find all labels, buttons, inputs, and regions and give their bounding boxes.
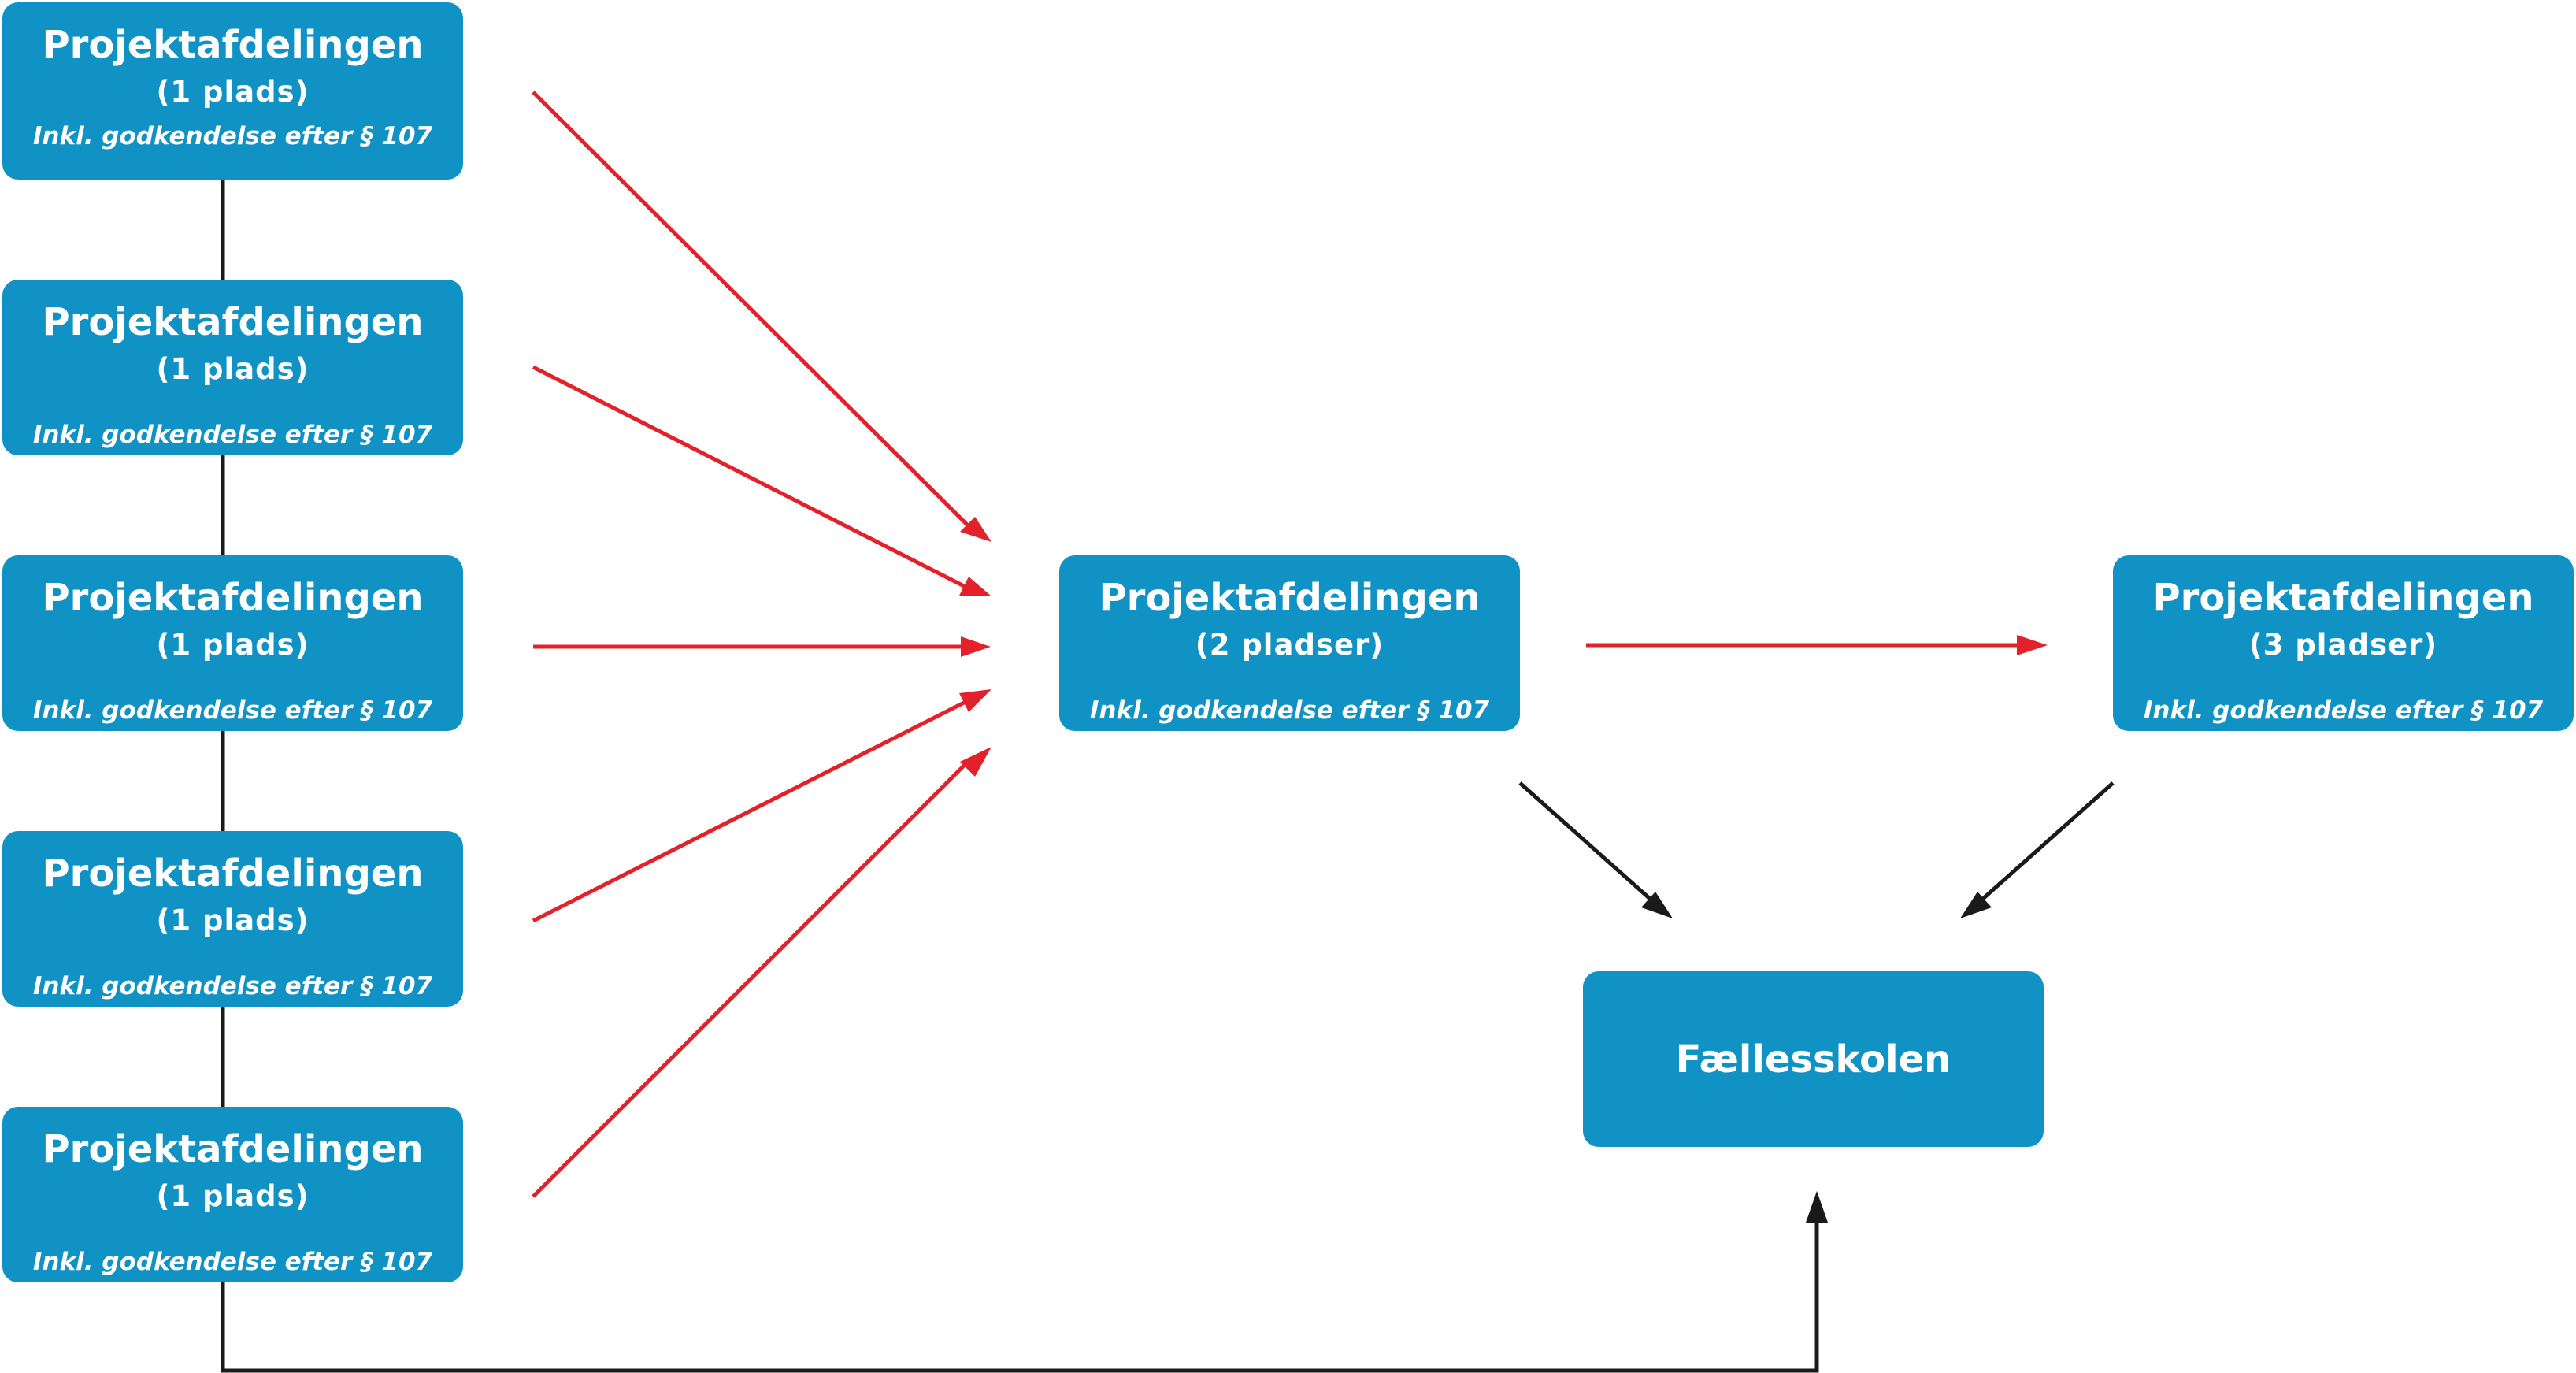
- black-arrowheads: [1641, 892, 1992, 1223]
- node-faellesskolen: Fællesskolen: [1583, 971, 2044, 1147]
- node-title: Projektafdelingen: [42, 300, 424, 344]
- node-title: Projektafdelingen: [2152, 576, 2534, 620]
- arrowhead-left3: [961, 636, 991, 657]
- arrowhead-left1: [960, 517, 991, 542]
- node-places: (1 plads): [156, 628, 309, 662]
- node-places: (1 plads): [156, 904, 309, 937]
- node-left-4: Projektafdelingen (1 plads) Inkl. godken…: [2, 831, 463, 1007]
- arrowhead-middle-right: [2017, 635, 2048, 655]
- arrow-left4-to-middle: [532, 699, 969, 923]
- arrowhead-left5: [960, 747, 991, 777]
- node-left-1: Projektafdelingen (1 plads) Inkl. godken…: [2, 2, 463, 180]
- node-right: Projektafdelingen (3 pladser) Inkl. godk…: [2113, 555, 2574, 731]
- left-column-connectors: [221, 180, 1819, 1373]
- arrow-middle-to-school: [1518, 781, 1658, 906]
- node-note: Inkl. godkendelse efter § 107: [32, 972, 433, 1000]
- node-title: Projektafdelingen: [42, 23, 424, 67]
- node-note: Inkl. godkendelse efter § 107: [2143, 696, 2544, 725]
- node-places: (1 plads): [156, 1179, 309, 1213]
- node-title: Projektafdelingen: [1099, 576, 1481, 620]
- black-arrows: [1518, 781, 2115, 906]
- arrow-left2-to-middle: [532, 365, 969, 590]
- node-note: Inkl. godkendelse efter § 107: [32, 1248, 433, 1276]
- arrow-left5-to-middle: [532, 759, 970, 1198]
- arrow-right-to-school: [1975, 781, 2115, 906]
- arrowhead-bottom-school: [1806, 1191, 1828, 1223]
- arrow-left1-to-middle: [532, 91, 970, 528]
- red-arrows: [532, 91, 2022, 1198]
- arrowhead-left4: [959, 689, 991, 712]
- node-note: Inkl. godkendelse efter § 107: [32, 696, 433, 725]
- red-arrowheads: [959, 517, 2048, 777]
- arrowhead-middle-school: [1641, 892, 1673, 918]
- node-title: Projektafdelingen: [42, 1127, 424, 1171]
- node-note: Inkl. godkendelse efter § 107: [32, 421, 433, 449]
- node-note: Inkl. godkendelse efter § 107: [32, 122, 433, 150]
- node-places: (3 pladser): [2248, 628, 2438, 662]
- node-note: Inkl. godkendelse efter § 107: [1089, 696, 1490, 725]
- node-left-2: Projektafdelingen (1 plads) Inkl. godken…: [2, 280, 463, 455]
- node-title: Projektafdelingen: [42, 852, 424, 896]
- node-places: (2 pladser): [1195, 628, 1384, 662]
- node-left-3: Projektafdelingen (1 plads) Inkl. godken…: [2, 555, 463, 731]
- node-left-5: Projektafdelingen (1 plads) Inkl. godken…: [2, 1107, 463, 1282]
- arrowhead-left2: [959, 577, 991, 596]
- connector-left5-to-school: [221, 1219, 1819, 1373]
- arrowhead-right-school: [1960, 892, 1992, 918]
- node-title: Fællesskolen: [1675, 1037, 1951, 1082]
- node-places: (1 plads): [156, 352, 309, 386]
- node-middle: Projektafdelingen (2 pladser) Inkl. godk…: [1059, 555, 1520, 731]
- node-places: (1 plads): [156, 75, 309, 109]
- node-title: Projektafdelingen: [42, 576, 424, 620]
